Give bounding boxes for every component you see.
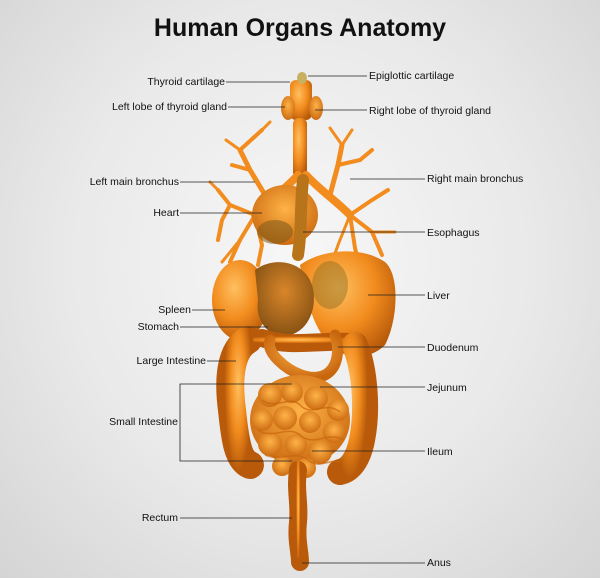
label-heart: Heart — [153, 207, 179, 219]
bronchial-tree-right — [302, 126, 397, 270]
larynx — [281, 72, 323, 178]
label-large-intestine: Large Intestine — [136, 355, 206, 367]
label-small-intestine: Small Intestine — [109, 416, 178, 428]
label-thyroid-cartilage: Thyroid cartilage — [147, 76, 225, 88]
label-left-main-bronchus: Left main bronchus — [89, 176, 179, 188]
diagram-title: Human Organs Anatomy — [153, 14, 447, 42]
label-rectum: Rectum — [141, 512, 178, 524]
leader-lines — [179, 75, 425, 564]
label-right-lobe-thyroid: Right lobe of thyroid gland — [369, 105, 491, 117]
small-intestine-shape — [250, 375, 350, 478]
label-right-main-bronchus: Right main bronchus — [427, 173, 524, 185]
label-stomach: Stomach — [137, 321, 179, 333]
label-left-lobe-thyroid: Left lobe of thyroid gland — [112, 101, 227, 113]
duodenum-shape — [263, 329, 343, 383]
liver-shape — [300, 251, 396, 357]
label-epiglottic-cartilage: Epiglottic cartilage — [369, 70, 455, 82]
label-jejunum: Jejunum — [427, 382, 467, 394]
label-anus: Anus — [427, 557, 451, 569]
label-duodenum: Duodenum — [427, 342, 479, 354]
spleen-shape — [212, 260, 268, 340]
label-esophagus: Esophagus — [427, 227, 480, 239]
stomach-shape — [255, 262, 314, 336]
rectum-shape — [288, 461, 309, 571]
large-intestine-shape — [216, 326, 264, 479]
esophagus-shape — [292, 174, 309, 261]
label-spleen: Spleen — [158, 304, 191, 316]
label-ileum: Ileum — [427, 446, 453, 458]
organ-shapes — [208, 72, 397, 571]
label-liver: Liver — [427, 290, 450, 302]
